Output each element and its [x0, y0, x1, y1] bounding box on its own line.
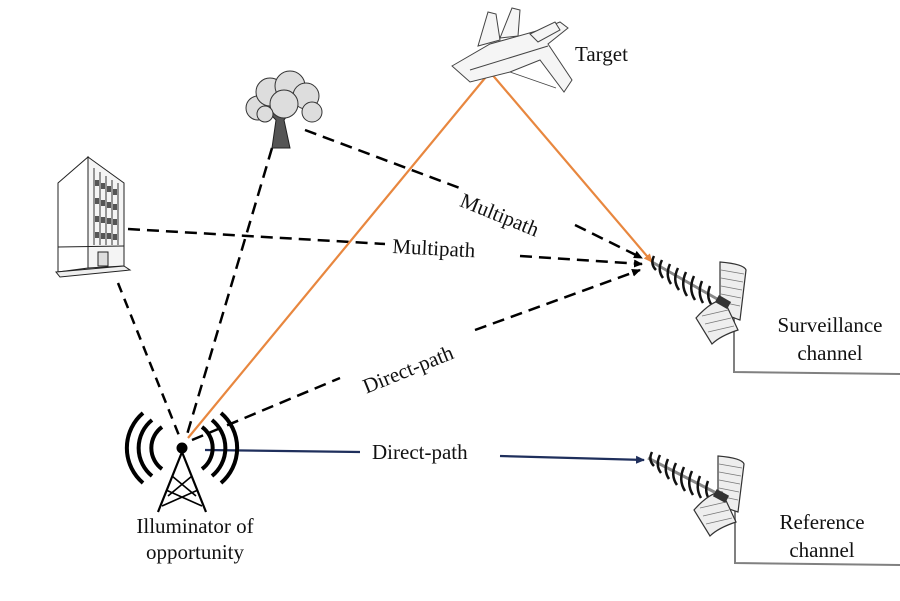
building-icon [55, 155, 132, 278]
surveillance-label-line1: Surveillance [777, 313, 883, 337]
reference-channel-line [734, 505, 900, 566]
multipath-building-label: Multipath [391, 234, 476, 263]
reference-channel-label: Reference channel [752, 508, 892, 564]
fighter-jet-icon [451, 7, 573, 93]
radio-tower-icon [124, 411, 240, 513]
reference-label-line2: channel [789, 538, 855, 562]
surveillance-channel-label: Surveillance channel [760, 311, 900, 367]
multipath-tree-line [184, 128, 643, 439]
illuminator-label: Illuminator of opportunity [110, 513, 280, 565]
surveillance-antenna-icon [651, 255, 747, 345]
multipath-building-line [116, 227, 643, 439]
surveillance-label-line2: channel [797, 341, 863, 365]
reference-antenna-icon [647, 451, 745, 537]
target-label: Target [575, 42, 628, 66]
tree-icon [245, 70, 323, 149]
reference-label-line1: Reference [779, 510, 865, 534]
direct-path-reference-label: Direct-path [372, 440, 468, 464]
direct-path-surveillance-line [191, 268, 641, 442]
illuminator-label-line2: opportunity [146, 540, 244, 564]
illuminator-label-line1: Illuminator of [136, 514, 254, 538]
direct-path-reference-line [204, 448, 645, 464]
